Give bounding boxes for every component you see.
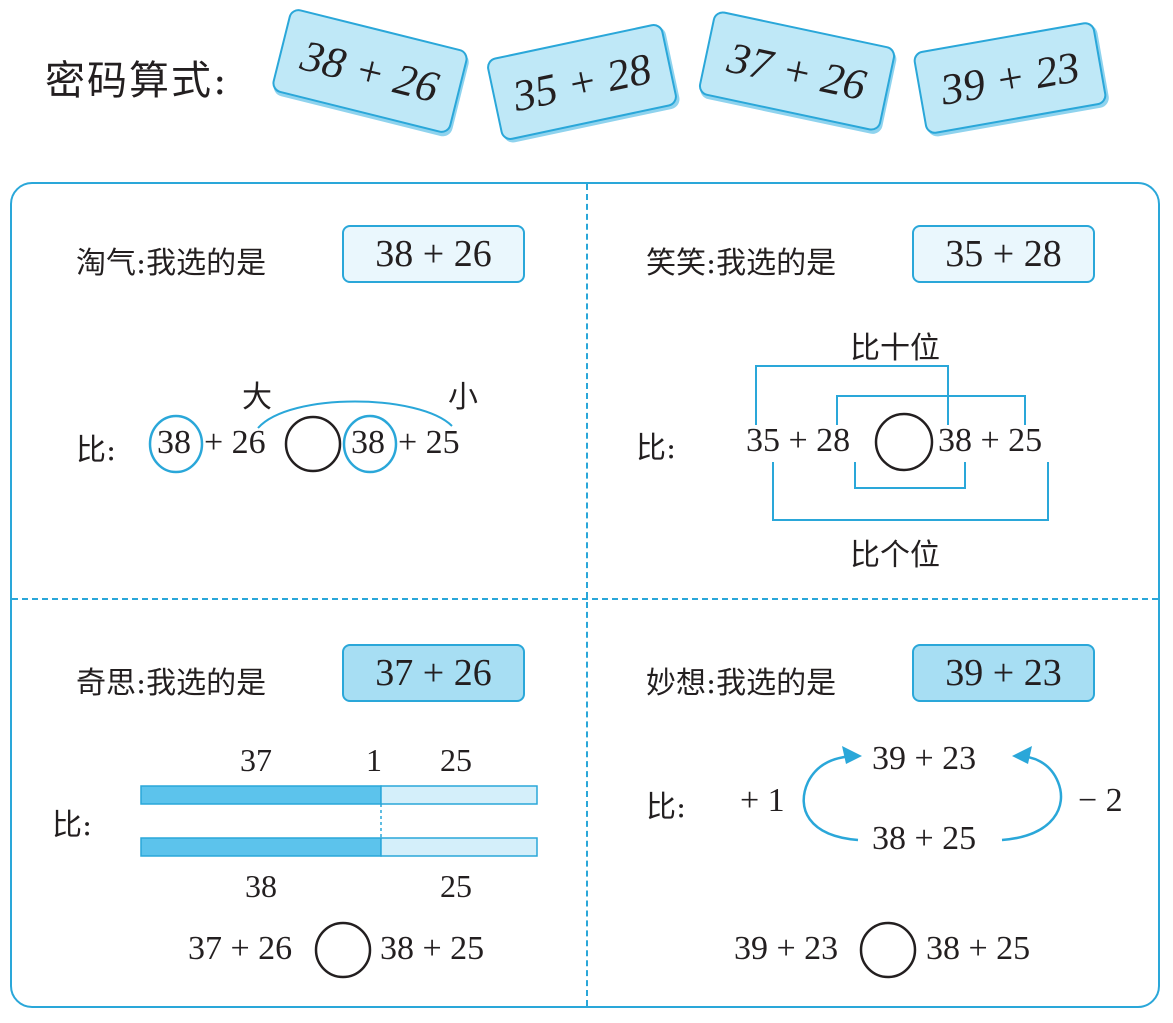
- q3-compare-blank: [314, 921, 372, 979]
- q3-bot-c: 25: [440, 868, 472, 904]
- q4-right-arrow: [1001, 754, 1063, 842]
- q4-left-arrowhead: [842, 746, 862, 764]
- q3-right-expr: 38 + 25: [380, 930, 485, 967]
- q4-minus-two: − 2: [1078, 782, 1123, 819]
- q1-circle-b: [342, 414, 398, 474]
- q1-a-tens: 38: [157, 424, 191, 461]
- q4-lower-expr: 38 + 25: [872, 820, 977, 857]
- q1-small-label: 小: [448, 380, 478, 415]
- q3-bar-bottom-rest: [380, 837, 538, 857]
- q1-compare-label: 比:: [76, 433, 117, 468]
- q2-right-expr: 38 + 25: [938, 422, 1043, 459]
- q4-right-expr: 38 + 25: [926, 930, 1031, 967]
- q2-tens-label: 比十位: [850, 331, 940, 366]
- q3-bot-a: 38: [245, 868, 277, 904]
- q2-tens-bracket-inner: [836, 395, 1026, 425]
- q1-circle-a: [148, 414, 204, 474]
- q3-choice-box: 37 + 26: [342, 644, 525, 702]
- q4-upper-expr: 39 + 23: [872, 740, 977, 777]
- q2-ones-bracket-inner: [854, 462, 966, 489]
- q2-compare-label: 比:: [636, 431, 677, 466]
- q2-label: 笑笑:我选的是: [646, 246, 837, 281]
- q3-top-b: 1: [366, 742, 382, 778]
- q4-left-arrow: [802, 754, 859, 842]
- q2-ones-bracket-outer: [772, 462, 1049, 521]
- page-title: 密码算式:: [45, 58, 229, 104]
- q4-label: 妙想:我选的是: [646, 666, 837, 701]
- q2-ones-label: 比个位: [850, 538, 940, 573]
- q2-choice-box: 35 + 28: [912, 225, 1095, 283]
- q2-compare-blank: [874, 412, 934, 472]
- q1-label: 淘气:我选的是: [76, 246, 267, 281]
- q1-b-rest: + 25: [398, 424, 460, 461]
- q4-right-arrowhead: [1012, 746, 1032, 764]
- q3-left-expr: 37 + 26: [188, 930, 293, 967]
- q2-left-expr: 35 + 28: [746, 422, 851, 459]
- q4-compare-label: 比:: [646, 790, 687, 825]
- q3-top-c: 25: [440, 742, 472, 778]
- q3-label: 奇思:我选的是: [76, 666, 267, 701]
- q4-left-expr: 39 + 23: [734, 930, 839, 967]
- q4-choice-box: 39 + 23: [912, 644, 1095, 702]
- horizontal-divider: [12, 598, 1158, 600]
- q1-choice-box: 38 + 26: [342, 225, 525, 283]
- q1-big-label: 大: [242, 380, 272, 415]
- q1-compare-arc: [257, 400, 453, 429]
- q1-compare-blank: [284, 415, 342, 473]
- q3-bar-top-rest: [380, 785, 538, 805]
- q3-bar-bottom-filled: [140, 837, 382, 857]
- q4-compare-blank: [859, 921, 917, 979]
- q4-plus-one: + 1: [740, 782, 785, 819]
- q3-top-a: 37: [240, 742, 272, 778]
- answer-frame: [10, 182, 1160, 1008]
- q1-a-rest: + 26: [204, 424, 266, 461]
- vertical-divider: [586, 184, 588, 1006]
- q3-compare-label: 比:: [52, 808, 93, 843]
- q3-bar-top-filled: [140, 785, 382, 805]
- q1-b-tens: 38: [351, 424, 385, 461]
